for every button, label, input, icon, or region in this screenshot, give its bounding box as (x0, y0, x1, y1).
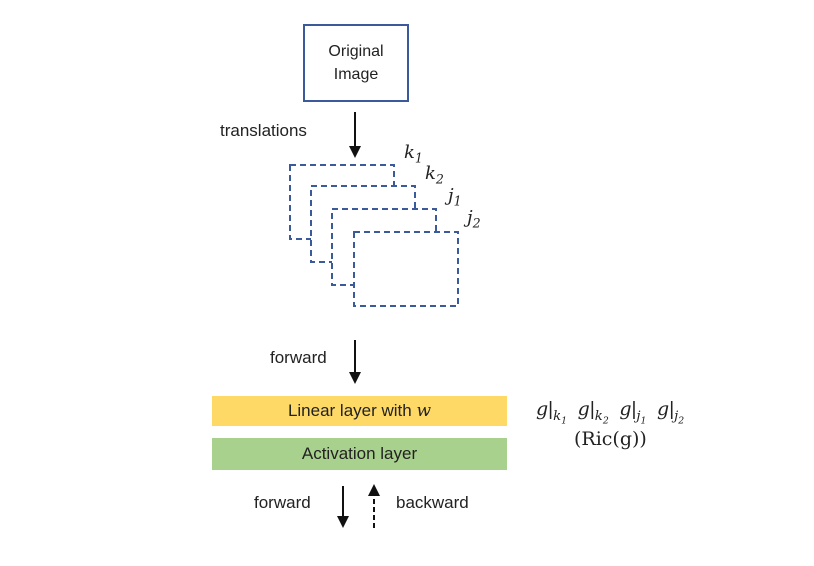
linear-layer-label: Linear layer with (287, 401, 412, 420)
label-k2: k2 (425, 163, 444, 187)
original-image-line1: Original (328, 43, 384, 60)
linear-layer-var: w (416, 401, 432, 421)
label-j2: j2 (467, 207, 481, 231)
translations-label: translations (220, 121, 307, 140)
original-image-line2: Image (333, 66, 379, 83)
forward-label-bottom: forward (254, 493, 311, 512)
label-j1: j1 (448, 185, 462, 209)
ricci-label: (Ric(g)) (574, 428, 647, 450)
activation-layer-label: Activation layer (301, 444, 418, 463)
forward-label-top: forward (270, 348, 327, 367)
label-k1: k1 (404, 142, 423, 166)
metric-terms: g|k1 g|k2 g|j1 g|j2 (536, 398, 685, 427)
original-image-node: Original Image (303, 24, 409, 102)
translated-frame-j2 (353, 231, 459, 307)
activation-layer-node: Activation layer (212, 438, 507, 470)
backward-label: backward (396, 493, 469, 512)
linear-layer-node: Linear layer with w (212, 396, 507, 426)
